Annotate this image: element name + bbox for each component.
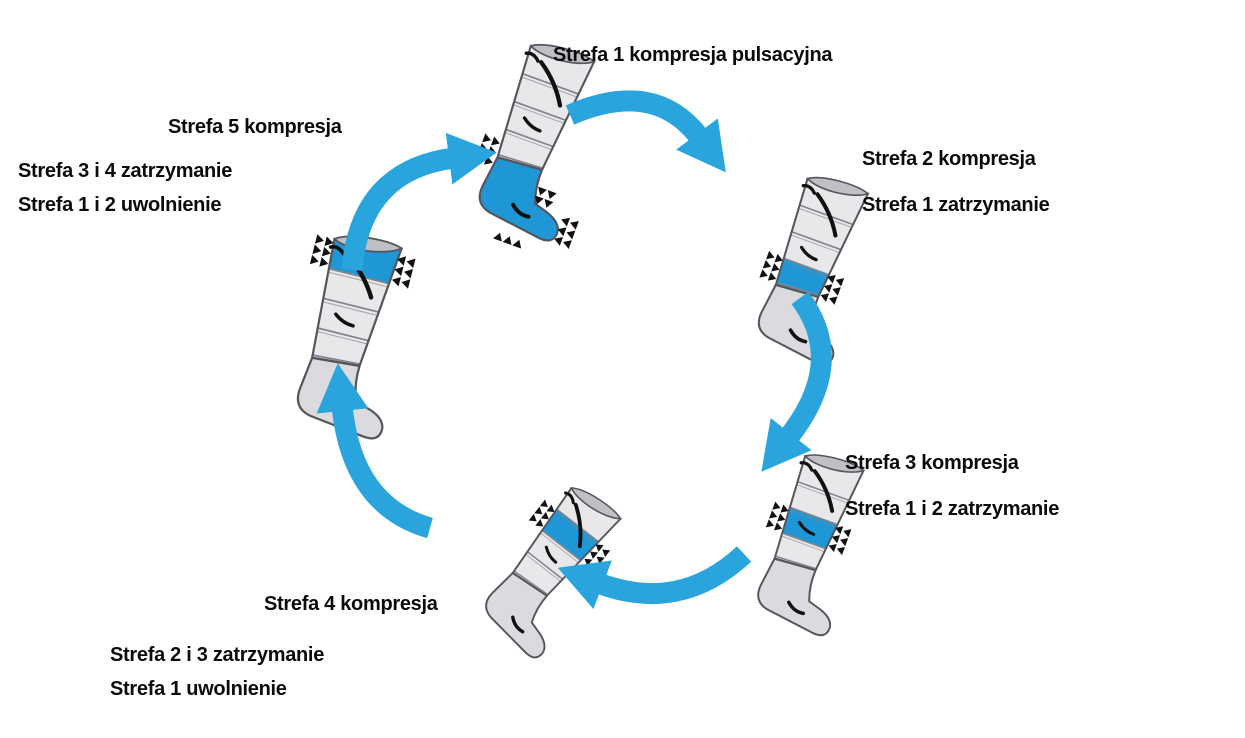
zone-4	[791, 205, 854, 250]
stage-3-label-line-1: Strefa 3 kompresja	[845, 452, 1019, 474]
boot-stage-5	[246, 210, 457, 479]
zone-band-seams-2	[316, 271, 389, 345]
zone-3	[782, 507, 838, 549]
zone-2	[512, 551, 563, 596]
zone-band-seams-2	[525, 511, 598, 582]
strap-decorations	[511, 491, 583, 634]
boot-illustration	[757, 454, 866, 637]
boot-stage-3	[708, 428, 911, 673]
stage-2-label-line-2: Strefa 1 zatrzymanie	[862, 194, 1050, 216]
zone-band-seams	[775, 480, 850, 570]
stage-3-label-line-2: Strefa 1 i 2 zatrzymanie	[845, 498, 1060, 520]
compression-arrow-marks	[765, 501, 852, 556]
zone-4	[323, 268, 390, 313]
strap-decorations	[511, 51, 563, 219]
boot-illustration	[485, 486, 623, 659]
zone-3	[783, 231, 841, 275]
zone-1-foot	[485, 571, 548, 659]
zone-3	[505, 101, 566, 147]
zone-2	[497, 129, 554, 170]
zone-4	[514, 73, 579, 121]
zone-2	[775, 258, 829, 297]
stage-4-label-line-3: Strefa 1 uwolnienie	[110, 678, 287, 700]
stage-5-label-line-2: Strefa 3 i 4 zatrzymanie	[18, 160, 233, 182]
compression-arrow-marks	[309, 234, 416, 289]
cuff-opening	[806, 176, 870, 197]
cuff-opening	[803, 454, 866, 473]
stage-2-label-line-1: Strefa 2 kompresja	[862, 148, 1036, 170]
boot-illustration	[757, 176, 870, 366]
zone-4	[789, 481, 850, 525]
compression-arrow-marks	[759, 250, 845, 305]
stage-5-label-line-3: Strefa 1 i 2 uwolnienie	[18, 194, 222, 216]
boot-stage-4	[432, 455, 663, 698]
stage-4-label-line-2: Strefa 2 i 3 zatrzymanie	[110, 644, 325, 666]
zone-1-foot	[757, 557, 832, 637]
zone-2	[774, 532, 826, 571]
zone-band-seams	[776, 204, 854, 297]
zone-1-foot	[296, 356, 384, 440]
cuff-opening	[570, 487, 623, 520]
zone-band-seams	[312, 267, 390, 366]
boot-stage-2	[707, 150, 918, 404]
stage-1-label-line-1: Strefa 1 kompresja pulsacyjna	[553, 44, 833, 66]
stage-5-label-line-1: Strefa 5 kompresja	[168, 116, 342, 138]
boot-illustration	[296, 234, 416, 440]
cuff-opening	[529, 44, 596, 65]
stage-4-label-line-1: Strefa 4 kompresja	[264, 593, 438, 615]
zone-1-foot	[757, 283, 835, 366]
zone-1-foot	[478, 156, 559, 242]
boot-stage-1	[426, 16, 647, 282]
zone-4	[542, 509, 599, 561]
zone-band-seams-2	[782, 207, 853, 279]
zone-band-seams	[498, 72, 579, 170]
boot-illustration	[475, 44, 596, 250]
zone-band-seams-2	[781, 484, 849, 553]
zone-band-seams	[513, 508, 600, 596]
